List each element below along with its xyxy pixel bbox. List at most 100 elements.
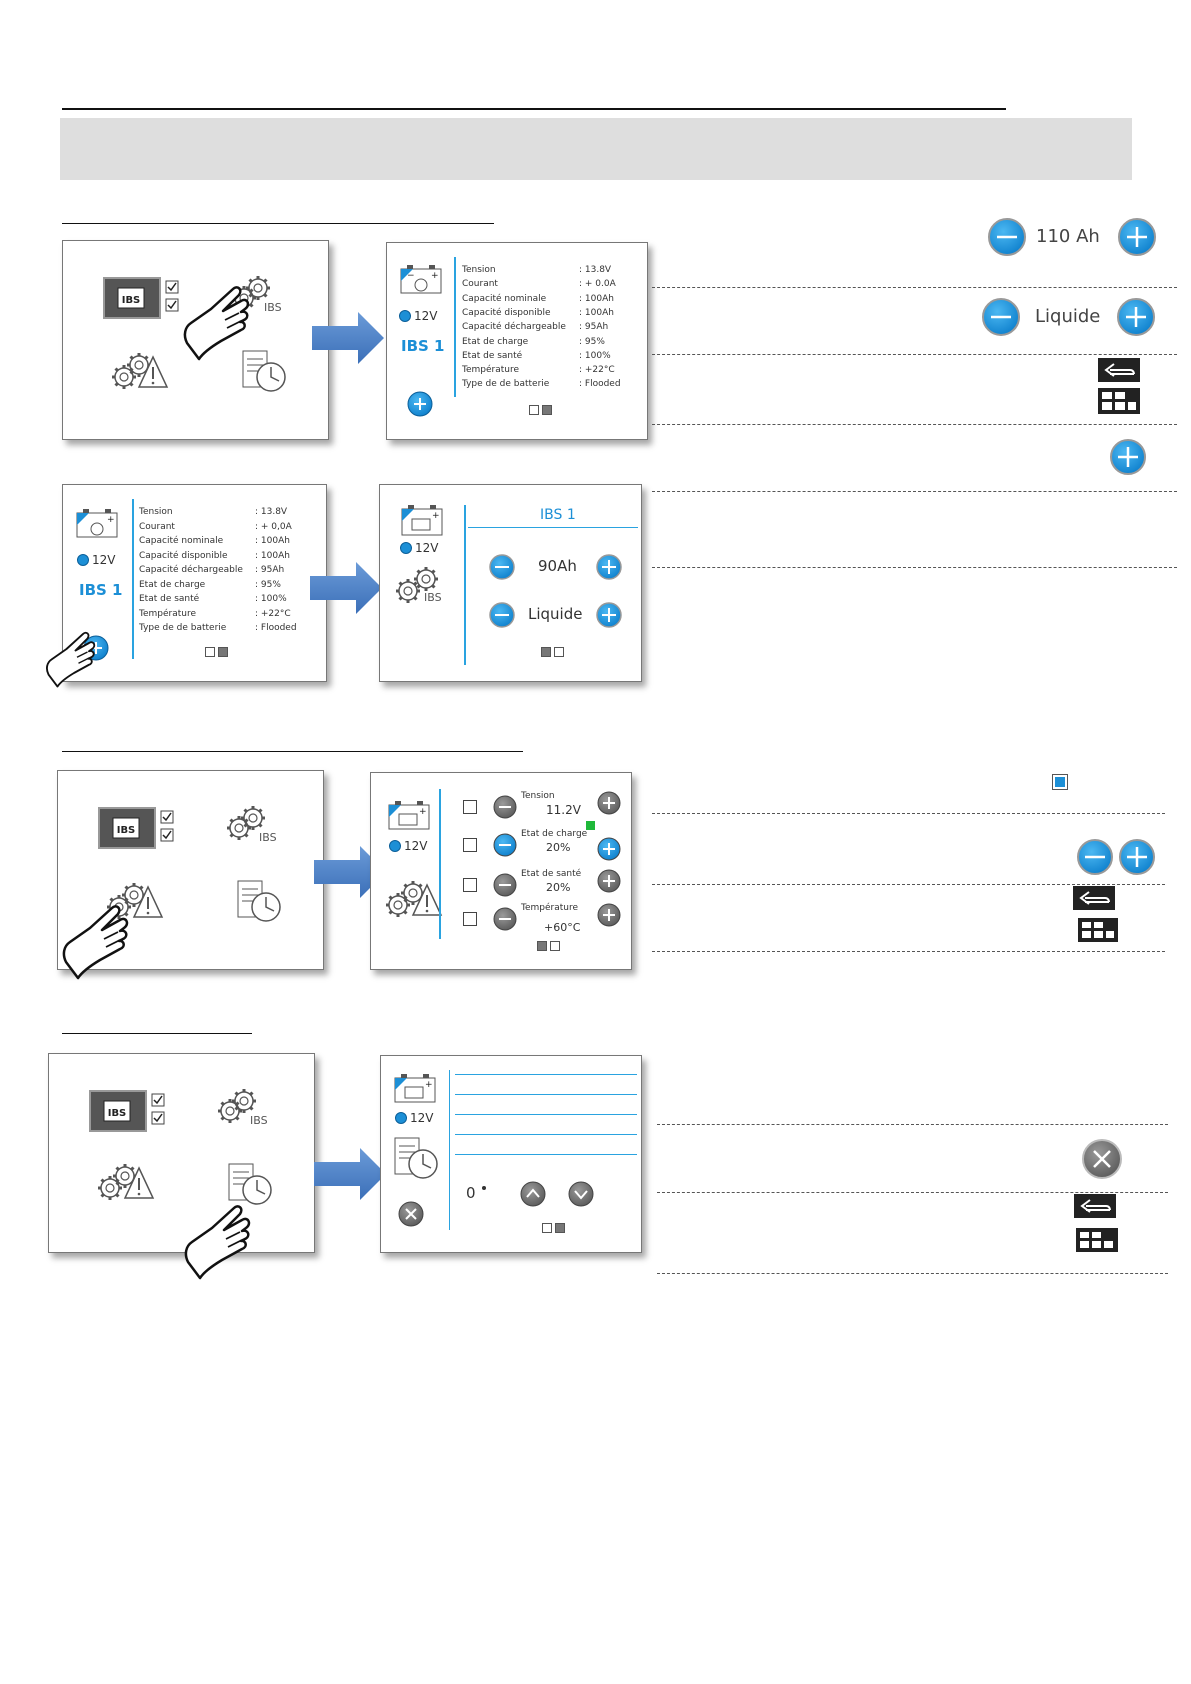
page-2[interactable] bbox=[555, 1223, 565, 1233]
info-label: Tension bbox=[139, 507, 173, 517]
alarm-settings-icon[interactable] bbox=[109, 349, 169, 393]
increase-button[interactable] bbox=[597, 791, 621, 815]
page-1[interactable] bbox=[205, 647, 215, 657]
decrease-capacity-icon bbox=[988, 218, 1026, 256]
timer-icon[interactable] bbox=[227, 1162, 277, 1208]
alarm-value: 11.2V bbox=[546, 803, 581, 817]
battery-lamp-icon: −+ bbox=[400, 265, 442, 294]
decrease-capacity-button[interactable] bbox=[488, 553, 516, 581]
decrease-button[interactable] bbox=[493, 873, 517, 897]
add-icon[interactable] bbox=[407, 391, 433, 417]
divider bbox=[464, 505, 466, 665]
page-2[interactable] bbox=[550, 941, 560, 951]
svg-text:+: + bbox=[432, 511, 440, 521]
voltage-selector[interactable]: 12V bbox=[400, 541, 438, 555]
decrease-button[interactable] bbox=[493, 833, 517, 857]
ibs-settings-gear-icon[interactable]: IBS bbox=[394, 565, 454, 607]
page-1[interactable] bbox=[537, 941, 547, 951]
svg-text:+: + bbox=[425, 1080, 433, 1090]
pager[interactable] bbox=[205, 647, 228, 657]
timer-icon[interactable] bbox=[241, 349, 291, 395]
close-icon[interactable] bbox=[397, 1200, 425, 1228]
info-value: : 100% bbox=[579, 350, 611, 361]
section2-underline bbox=[62, 751, 523, 752]
info-label: Etat de santé bbox=[462, 350, 523, 361]
page-1[interactable] bbox=[529, 405, 539, 415]
info-label: Courant bbox=[462, 279, 498, 290]
increase-button[interactable] bbox=[597, 869, 621, 893]
ibs-module-icon[interactable]: IBS bbox=[98, 807, 178, 849]
legend-separator bbox=[652, 884, 1165, 885]
ibs-module-icon[interactable]: IBS bbox=[89, 1090, 169, 1132]
legend-separator bbox=[657, 1192, 1168, 1193]
svg-text:IBS: IBS bbox=[259, 831, 277, 844]
info-label: Capacité nominale bbox=[462, 293, 547, 304]
voltage-label: 12V bbox=[415, 541, 439, 555]
timer-screen: + 12V 0 bbox=[380, 1055, 642, 1253]
edit-title: IBS 1 bbox=[540, 507, 576, 523]
alarm-settings-icon[interactable] bbox=[104, 879, 164, 923]
increase-capacity-button[interactable] bbox=[595, 553, 623, 581]
page-1[interactable] bbox=[542, 1223, 552, 1233]
battery-engine-icon: + bbox=[394, 1074, 436, 1103]
pager[interactable] bbox=[529, 405, 552, 415]
back-icon bbox=[1098, 358, 1140, 382]
svg-text:−: − bbox=[407, 271, 415, 281]
info-label: Etat de santé bbox=[139, 594, 200, 604]
page-1[interactable] bbox=[541, 647, 551, 657]
legend-separator bbox=[652, 491, 1177, 492]
info-value: : +22°C bbox=[579, 365, 615, 376]
alarm-checkbox[interactable] bbox=[463, 878, 477, 892]
battery-engine-icon: + bbox=[388, 801, 430, 830]
alarm-value: 20% bbox=[546, 881, 571, 894]
pager[interactable] bbox=[542, 1223, 565, 1233]
ibs-settings-gear-icon[interactable]: IBS bbox=[228, 276, 298, 316]
hand-pointer-icon bbox=[184, 1205, 251, 1280]
increase-type-button[interactable] bbox=[595, 601, 623, 629]
battery-edit-screen: + 12V IBS IBS 1 90Ah Liquide bbox=[379, 484, 642, 682]
voltage-label: 12V bbox=[410, 1111, 434, 1125]
alarm-checkbox[interactable] bbox=[463, 912, 477, 926]
voltage-selector[interactable]: 12V bbox=[77, 553, 115, 567]
arrow-icon bbox=[314, 1148, 386, 1200]
decrease-arrow-button[interactable] bbox=[567, 1180, 595, 1208]
pager[interactable] bbox=[537, 941, 560, 951]
voltage-selector[interactable]: 12V bbox=[399, 309, 437, 323]
increase-button[interactable] bbox=[597, 837, 621, 861]
alarm-checkbox[interactable] bbox=[463, 800, 477, 814]
pager[interactable] bbox=[541, 647, 564, 657]
ibs-settings-gear-icon[interactable]: IBS bbox=[223, 806, 293, 846]
voltage-selector[interactable]: 12V bbox=[389, 839, 427, 853]
info-label: Etat de charge bbox=[139, 579, 206, 590]
page-2[interactable] bbox=[542, 405, 552, 415]
info-value: : + 0.0A bbox=[579, 279, 616, 290]
radio-dot-icon bbox=[400, 542, 412, 554]
legend-separator bbox=[652, 287, 1177, 288]
divider bbox=[132, 499, 134, 659]
alarm-checkbox[interactable] bbox=[463, 838, 477, 852]
timer-icon[interactable] bbox=[236, 879, 286, 925]
ibs-module-icon[interactable]: IBS bbox=[103, 277, 183, 319]
alarm-settings-icon bbox=[384, 879, 443, 919]
decrease-type-button[interactable] bbox=[488, 601, 516, 629]
voltage-selector[interactable]: 12V bbox=[395, 1111, 433, 1125]
ibs-settings-gear-icon[interactable]: IBS bbox=[214, 1089, 284, 1129]
info-value: : 100Ah bbox=[255, 550, 290, 561]
increase-arrow-button[interactable] bbox=[519, 1180, 547, 1208]
page-2[interactable] bbox=[554, 647, 564, 657]
timer-line bbox=[455, 1134, 637, 1135]
decrease-button[interactable] bbox=[493, 907, 517, 931]
page-2[interactable] bbox=[218, 647, 228, 657]
increase-button[interactable] bbox=[597, 903, 621, 927]
info-label: Capacité déchargeable bbox=[139, 565, 243, 575]
info-value: : 95% bbox=[579, 336, 605, 347]
alarm-label: Etat de santé bbox=[521, 869, 582, 879]
svg-text:IBS: IBS bbox=[424, 591, 442, 604]
alarm-label: Température bbox=[521, 903, 579, 913]
info-label: Type de de batterie bbox=[139, 623, 227, 633]
decrease-button[interactable] bbox=[493, 795, 517, 819]
alarm-settings-icon[interactable] bbox=[95, 1160, 155, 1204]
hand-pointer-icon bbox=[183, 286, 250, 361]
info-value: : 13.8V bbox=[579, 265, 612, 275]
